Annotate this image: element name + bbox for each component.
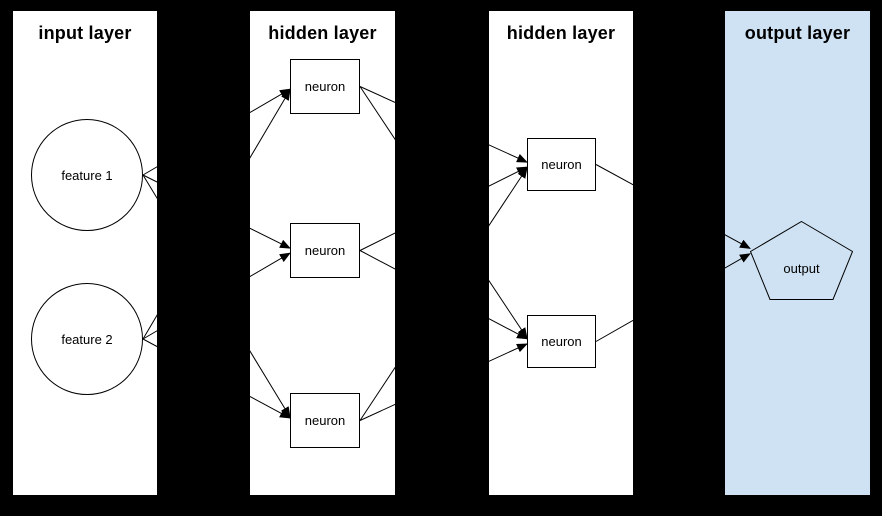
node-feature-1: feature 1: [31, 119, 143, 231]
edges-group: [142, 86, 751, 421]
node-output: output: [750, 221, 853, 300]
panel-input-layer: input layer: [13, 11, 157, 495]
hidden-layer-1-title: hidden layer: [268, 23, 377, 43]
output-label: output: [783, 260, 820, 276]
feature-1-label: feature 1: [61, 167, 113, 183]
input-layer-title: input layer: [38, 23, 132, 43]
node-hidden1-neuron-3: neuron: [290, 393, 360, 448]
output-layer-title: output layer: [744, 23, 851, 43]
hidden2-neuron-2-label: neuron: [541, 334, 582, 349]
panel-hidden-layer-2: hidden layer: [489, 11, 633, 495]
hidden1-neuron-3-label: neuron: [304, 413, 346, 428]
node-hidden2-neuron-1: neuron: [527, 138, 596, 191]
hidden2-neuron-1-label: neuron: [541, 157, 582, 172]
node-hidden1-neuron-2: neuron: [290, 223, 360, 278]
node-hidden1-neuron-1: neuron: [290, 59, 360, 114]
panel-output-layer: output layer: [725, 11, 870, 495]
node-hidden2-neuron-2: neuron: [527, 315, 596, 368]
hidden1-neuron-2-label: neuron: [304, 243, 346, 258]
node-feature-2: feature 2: [31, 283, 143, 395]
hidden1-neuron-1-label: neuron: [304, 79, 346, 94]
output-pentagon-shape: [750, 221, 853, 300]
feature-2-label: feature 2: [61, 331, 113, 347]
hidden-layer-2-title: hidden layer: [506, 23, 616, 43]
